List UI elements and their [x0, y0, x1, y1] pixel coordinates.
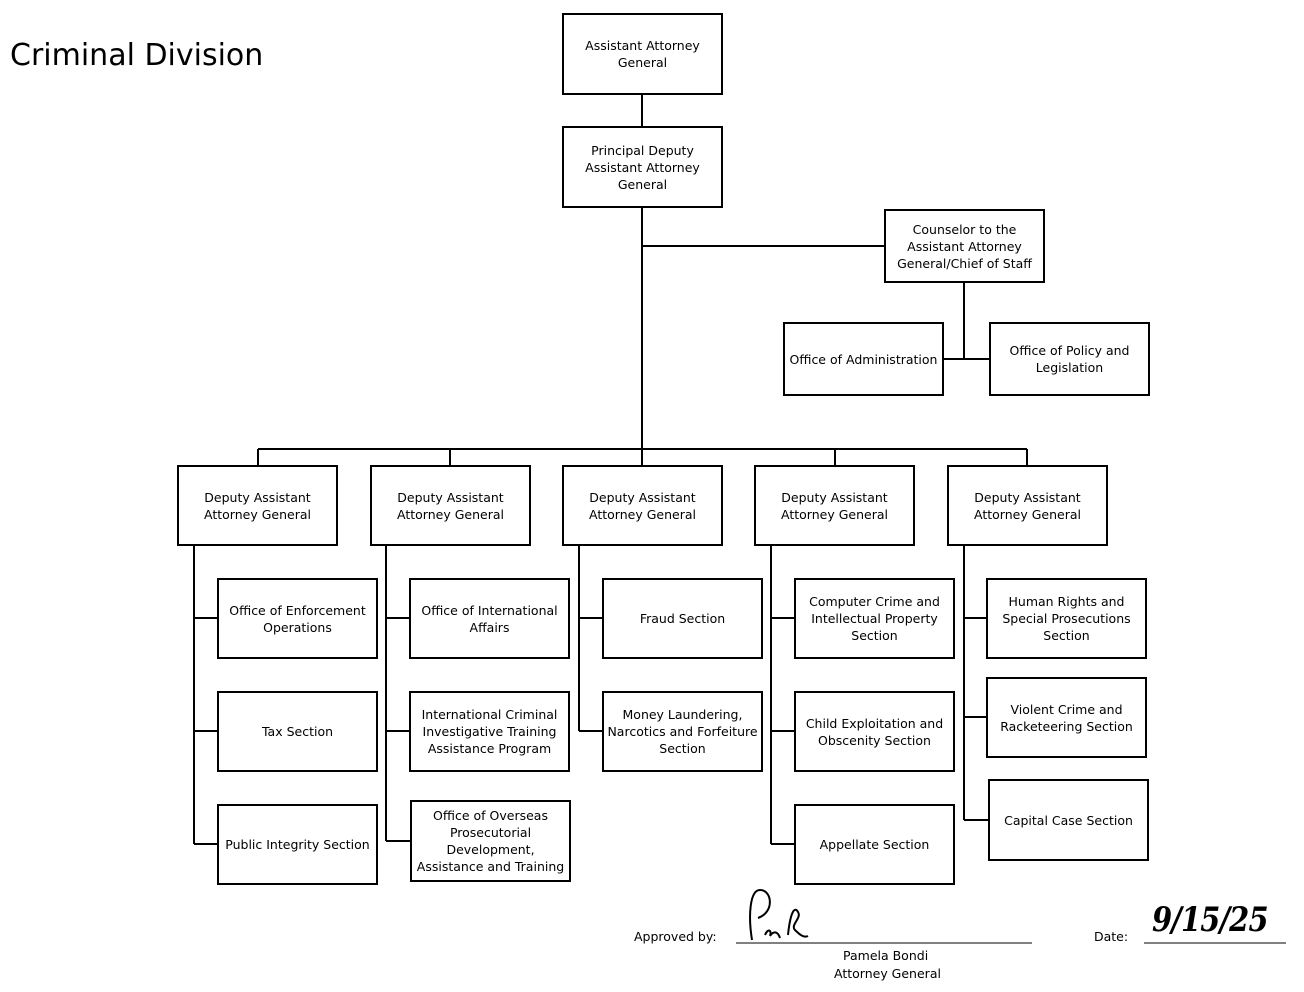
node-counselor-chief-of-staff: Counselor to the Assistant Attorney Gene… — [884, 209, 1045, 283]
node-mlnf-section: Money Laundering, Narcotics and Forfeitu… — [602, 691, 763, 772]
node-capital-case-section: Capital Case Section — [988, 779, 1149, 861]
node-office-of-administration: Office of Administration — [783, 322, 944, 396]
node-daag-3: Deputy Assistant Attorney General — [562, 465, 723, 546]
approver-name: Pamela Bondi — [843, 948, 929, 963]
node-daag-5: Deputy Assistant Attorney General — [947, 465, 1108, 546]
node-daag-1: Deputy Assistant Attorney General — [177, 465, 338, 546]
node-opdat: Office of Overseas Prosecutorial Develop… — [410, 800, 571, 882]
node-icitap: International Criminal Investigative Tra… — [409, 691, 570, 772]
signature-graphic — [749, 888, 809, 941]
handwritten-date: 9/15/25 — [1152, 900, 1269, 940]
node-appellate-section: Appellate Section — [794, 804, 955, 885]
node-ceos: Child Exploitation and Obscenity Section — [794, 691, 955, 772]
node-public-integrity-section: Public Integrity Section — [217, 804, 378, 885]
page-title: Criminal Division — [10, 38, 264, 73]
node-assistant-attorney-general: Assistant Attorney General — [562, 13, 723, 95]
node-principal-deputy-aag: Principal Deputy Assistant Attorney Gene… — [562, 126, 723, 208]
node-daag-2: Deputy Assistant Attorney General — [370, 465, 531, 546]
node-office-of-enforcement-operations: Office of Enforcement Operations — [217, 578, 378, 659]
node-vcrs: Violent Crime and Racketeering Section — [986, 677, 1147, 758]
node-fraud-section: Fraud Section — [602, 578, 763, 659]
node-office-of-international-affairs: Office of International Affairs — [409, 578, 570, 659]
approved-by-label: Approved by: — [634, 929, 717, 944]
node-tax-section: Tax Section — [217, 691, 378, 772]
node-ccips: Computer Crime and Intellectual Property… — [794, 578, 955, 659]
node-hrsp-section: Human Rights and Special Prosecutions Se… — [986, 578, 1147, 659]
date-label: Date: — [1094, 929, 1129, 944]
node-daag-4: Deputy Assistant Attorney General — [754, 465, 915, 546]
node-office-of-policy-and-legislation: Office of Policy and Legislation — [989, 322, 1150, 396]
approver-role: Attorney General — [834, 966, 941, 981]
